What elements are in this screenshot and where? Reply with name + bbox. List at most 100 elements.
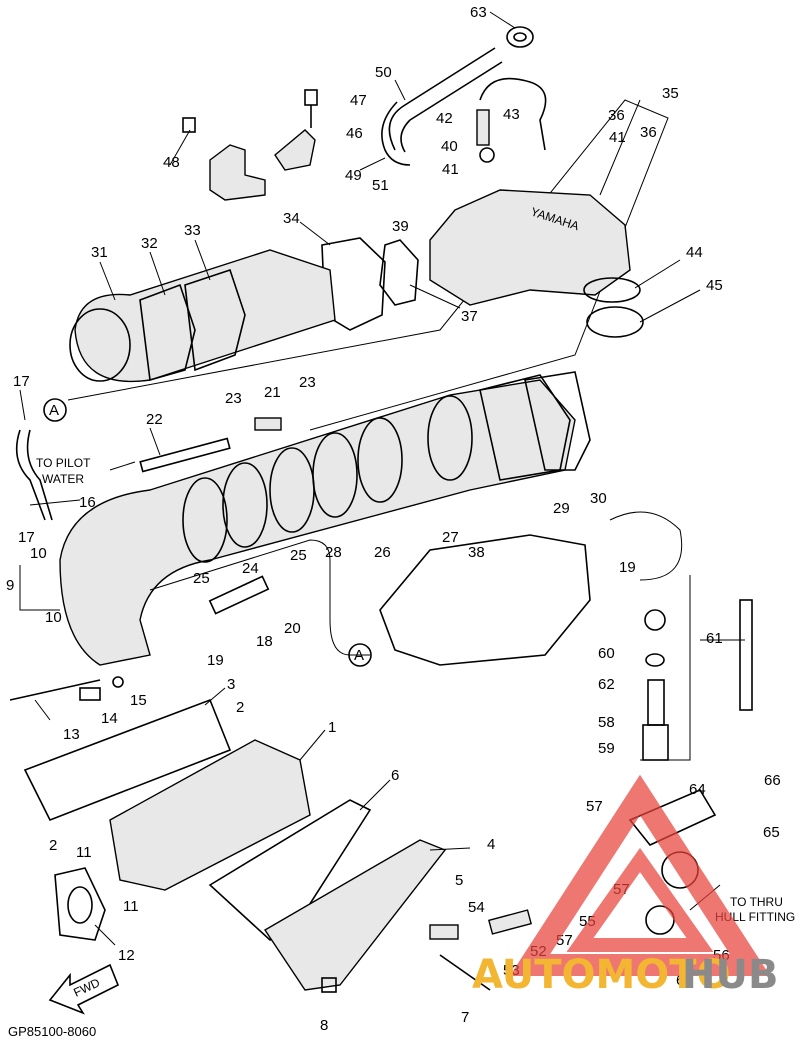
leader-49: [359, 157, 386, 171]
ref-line-right: [609, 511, 683, 581]
clamp-40: [479, 147, 495, 163]
circle-a-upper-label: A: [49, 402, 59, 419]
leader-1: [299, 729, 326, 761]
callout-c26: 26: [374, 544, 391, 561]
callout-c14: 14: [101, 710, 118, 727]
leader-17a: [19, 389, 26, 421]
washer-15: [112, 676, 124, 688]
callout-c58: 58: [598, 714, 615, 731]
gasket-30: [524, 371, 591, 471]
callout-c11a: 11: [76, 844, 92, 861]
gasket-37: [379, 239, 419, 306]
callout-c64: 64: [689, 781, 706, 798]
note-thru-hull-1: TO THRU: [730, 895, 783, 909]
callout-c59: 59: [598, 740, 615, 757]
callout-c20: 20: [284, 620, 301, 637]
bolt-47-head: [304, 89, 318, 106]
hose-53: [488, 909, 532, 935]
leader-12: [94, 924, 116, 946]
callout-c44: 44: [686, 244, 703, 261]
middle-exhaust-assembly: [9, 371, 683, 701]
callout-c51: 51: [372, 177, 389, 194]
ring-44: [583, 277, 641, 303]
leader-9: [19, 565, 60, 611]
callout-c19b: 19: [207, 652, 224, 669]
tube-22: [139, 437, 231, 473]
callout-c38: 38: [468, 544, 485, 561]
fitting-58: [647, 679, 665, 726]
circle-a-markers: A A: [43, 398, 372, 667]
exhaust-manifold-1: [109, 739, 311, 891]
callout-c27: 27: [442, 529, 459, 546]
callout-c28: 28: [325, 544, 342, 561]
callout-c1: 1: [328, 719, 336, 736]
watermark-logo: AUTOMOTO HUB: [472, 774, 778, 998]
coupling-24: [222, 462, 268, 548]
callout-c22: 22: [146, 411, 163, 428]
callout-c6: 6: [391, 767, 399, 784]
callout-c35: 35: [662, 85, 679, 102]
callout-c41a: 41: [609, 129, 626, 146]
callout-c40: 40: [441, 138, 458, 155]
callout-c21: 21: [264, 384, 281, 401]
callout-c12: 12: [118, 947, 135, 964]
callout-c62: 62: [598, 676, 615, 693]
muffler-31: [74, 249, 336, 383]
callout-c60: 60: [598, 645, 615, 662]
leader-37: [409, 284, 461, 309]
hose-49: [381, 101, 411, 166]
leader-32: [149, 251, 166, 296]
leader-48: [169, 129, 191, 166]
callout-c10a: 10: [30, 545, 47, 562]
callout-c54: 54: [468, 899, 485, 916]
callout-c39: 39: [392, 218, 409, 235]
callout-c49: 49: [345, 167, 362, 184]
callout-c61: 61: [706, 630, 723, 647]
muffler-31-opening: [69, 308, 131, 382]
gasket-12-hole: [67, 886, 93, 924]
callout-c24: 24: [242, 560, 259, 577]
upper-group-boundary: [67, 99, 669, 431]
hose-43: [479, 77, 547, 151]
callout-c9: 9: [6, 577, 14, 594]
gasket-3: [23, 698, 232, 822]
leader-16: [29, 499, 81, 506]
callout-c63a: 63: [470, 4, 487, 21]
circle-a-upper: [43, 398, 67, 422]
leader-35: [599, 99, 641, 196]
callout-c43: 43: [503, 106, 520, 123]
coupling-28: [312, 432, 358, 518]
bracket-48: [209, 144, 266, 201]
circle-a-lower: [348, 643, 372, 667]
bolt-8: [321, 977, 337, 993]
cap-60: [644, 609, 666, 631]
circle-a-lower-label: A: [354, 647, 364, 664]
callout-c37: 37: [461, 308, 478, 325]
pilot-water-arrow: [109, 461, 136, 471]
hose-64: [628, 788, 717, 846]
hose-50: [388, 47, 503, 153]
leader-22: [149, 427, 161, 456]
clamp-63: [506, 26, 534, 48]
leader-34: [299, 221, 331, 246]
callout-c2b: 2: [49, 837, 57, 854]
watermark-word-hub: HUB: [682, 952, 778, 998]
callout-c36b: 36: [640, 124, 657, 141]
callout-c33: 33: [184, 222, 201, 239]
bolt-14: [79, 687, 101, 701]
fitting-59: [642, 724, 669, 761]
fitting-54: [429, 924, 459, 940]
leader-13: [34, 699, 51, 721]
leader-lines: [19, 11, 745, 946]
fwd-label: FWD: [71, 975, 102, 999]
leader-31: [99, 261, 116, 301]
lower-manifold-assembly: [23, 599, 753, 993]
flange-29: [479, 374, 571, 481]
bolt-7: [439, 954, 491, 991]
callout-c17b: 17: [18, 529, 35, 546]
watermark-triangle-inner-icon: [566, 847, 714, 952]
bracket-46: [274, 129, 316, 171]
callout-c57a: 57: [586, 798, 603, 815]
coupling-26: [357, 417, 403, 503]
